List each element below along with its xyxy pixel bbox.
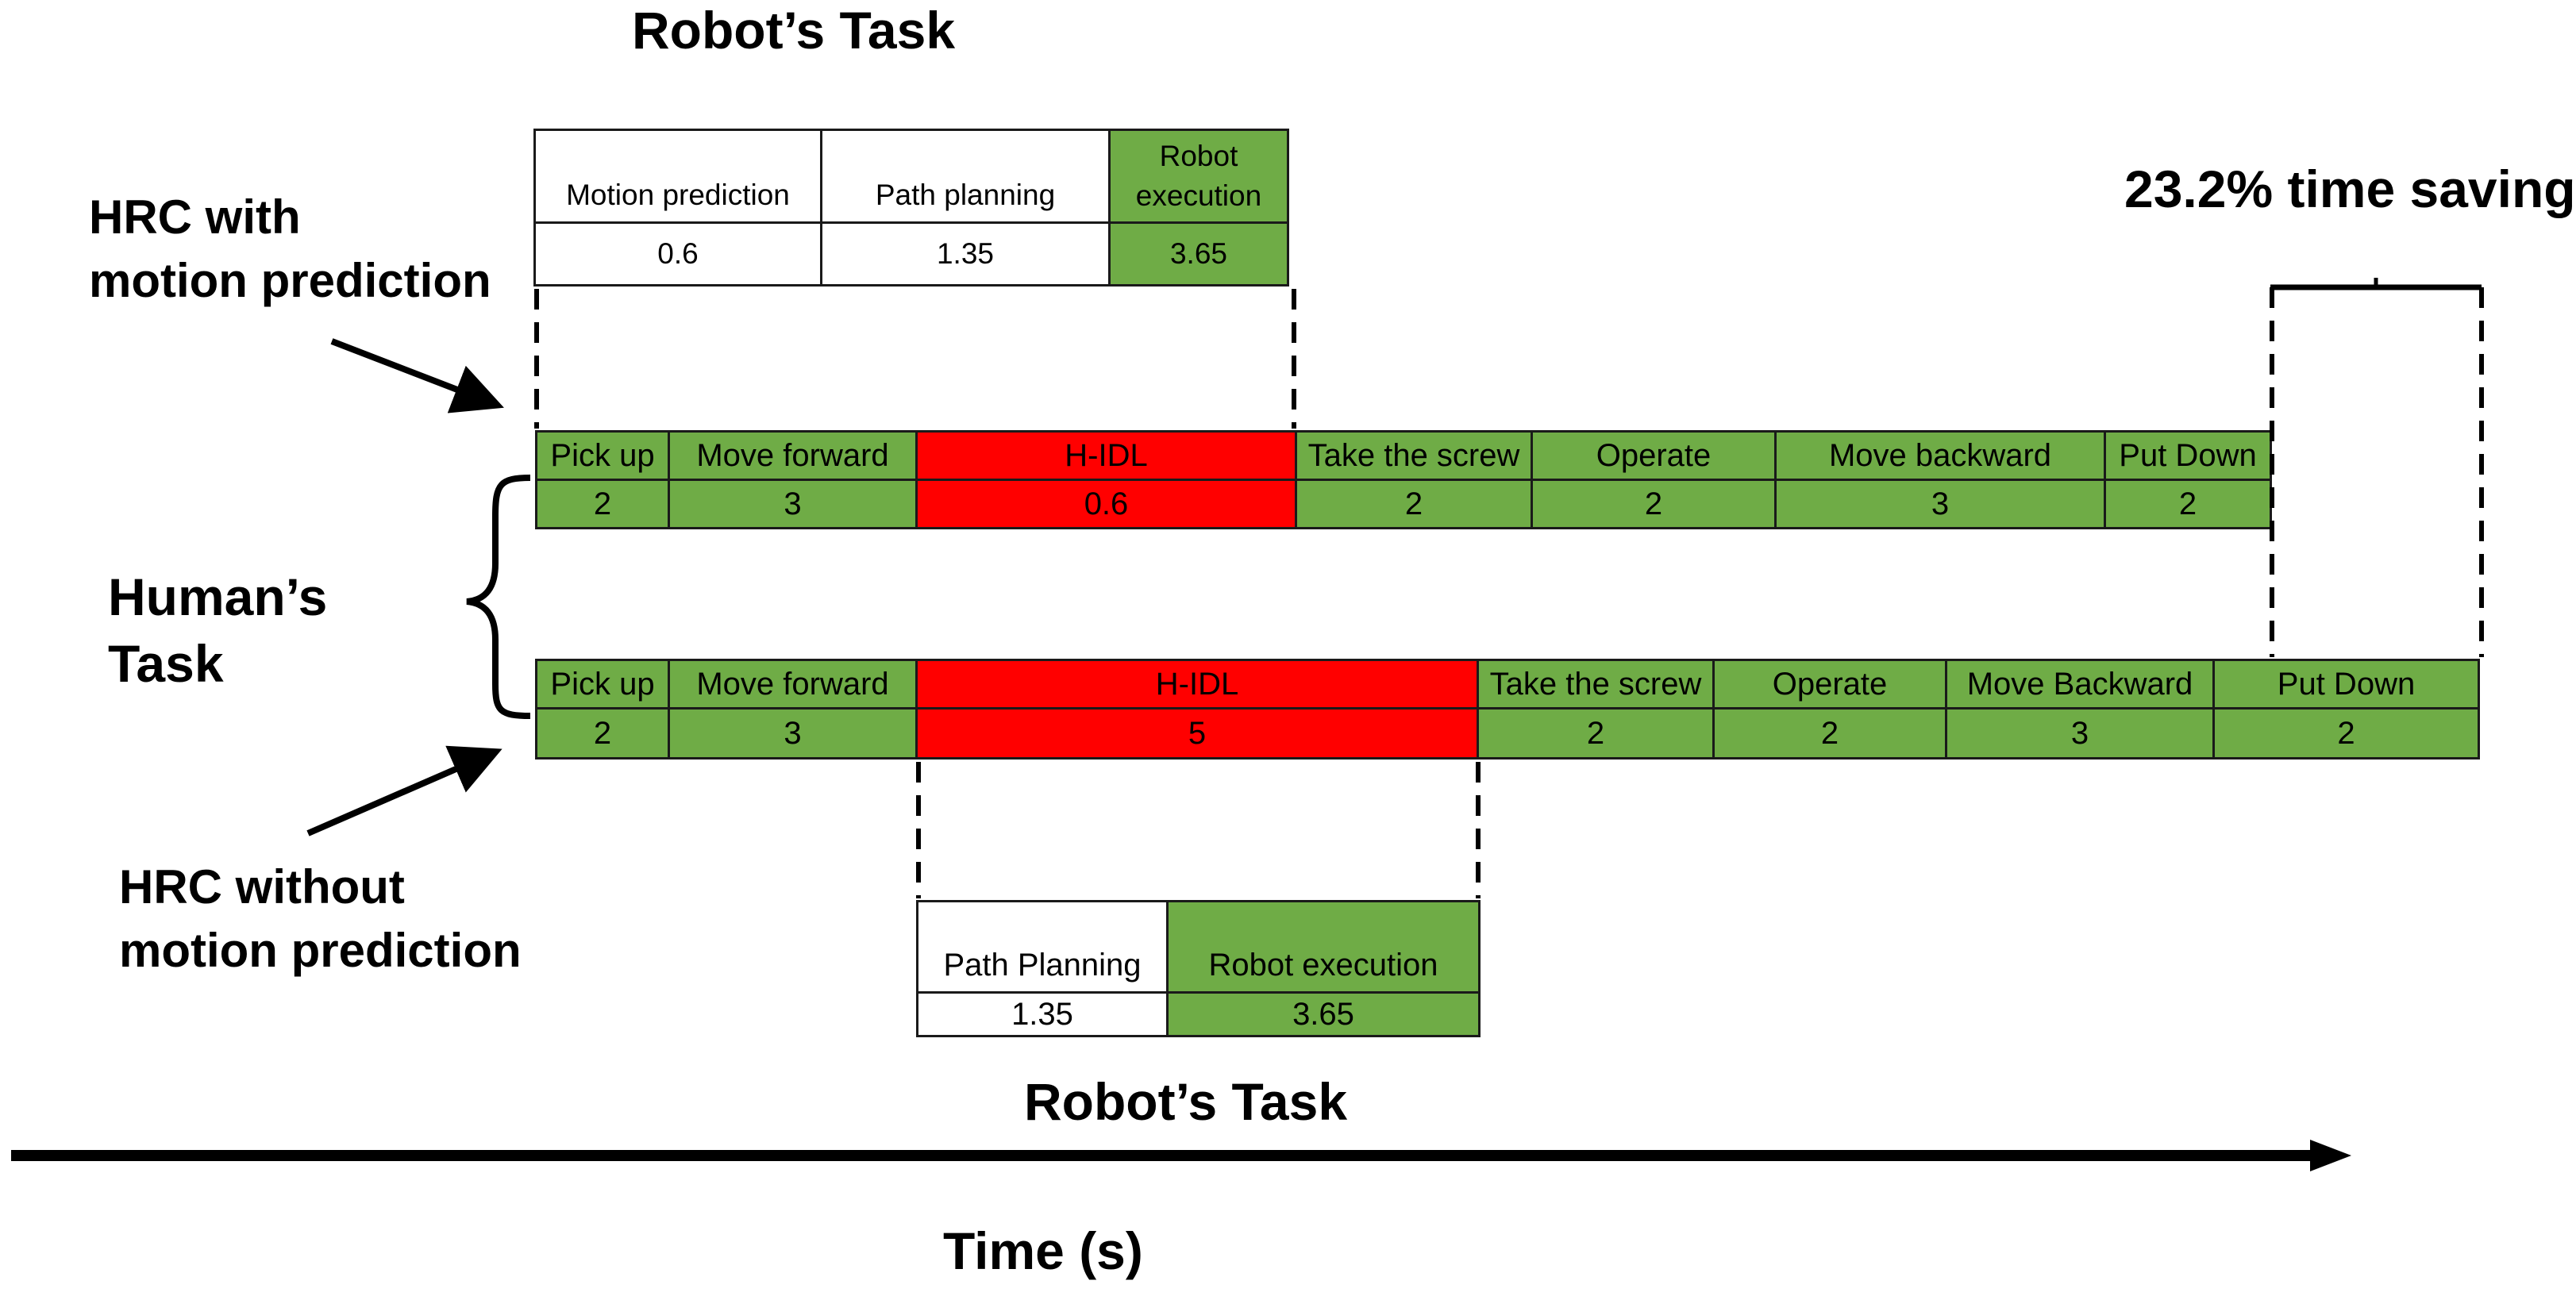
- robot-task-top-title: Robot’s Task: [632, 1, 956, 60]
- humans-task-line-2: Task: [108, 634, 224, 693]
- robot-with-value-path-planning: 1.35: [820, 221, 1111, 287]
- time-saving-label: 23.2% time saving: [2124, 160, 2576, 218]
- human-without-label-move-forward: Move forward: [668, 659, 918, 710]
- robot-without-label-robot-execution: Robot execution: [1166, 900, 1481, 994]
- humans-task-label: Human’s Task: [108, 563, 327, 697]
- hrc-without-prediction-label: HRC without motion prediction: [119, 856, 522, 983]
- human-without-value-take-the-screw: 2: [1477, 707, 1715, 760]
- human-with-value-operate: 2: [1531, 479, 1777, 529]
- human-without-value-move-backward: 3: [1945, 707, 2215, 760]
- human-with-value-pick-up: 2: [535, 479, 670, 529]
- hrc-without-line-2: motion prediction: [119, 924, 522, 977]
- robot-with-value-robot-execution: 3.65: [1108, 221, 1289, 287]
- humans-task-line-1: Human’s: [108, 567, 328, 626]
- time-axis-label: Time (s): [943, 1221, 1143, 1280]
- robot-with-label-robot-execution: Robot execution: [1108, 129, 1289, 224]
- human-task-brace: [466, 475, 531, 719]
- human-without-label-move-backward: Move Backward: [1945, 659, 2215, 710]
- hrc-with-line-2: motion prediction: [89, 254, 491, 307]
- human-with-label-pick-up: Pick up: [535, 430, 670, 481]
- human-with-label-move-backward: Move backward: [1774, 430, 2106, 481]
- robot-with-value-motion-prediction: 0.6: [533, 221, 822, 287]
- time-axis-arrowhead: [2310, 1140, 2351, 1171]
- robot-without-value-path-planning: 1.35: [916, 991, 1169, 1037]
- human-without-value-h-idl: 5: [915, 707, 1479, 760]
- human-without-value-pick-up: 2: [535, 707, 670, 760]
- human-with-value-h-idl: 0.6: [915, 479, 1297, 529]
- robot-task-bottom-title: Robot’s Task: [1024, 1072, 1348, 1131]
- robot-with-label-motion-prediction: Motion prediction: [533, 129, 822, 224]
- arrow-hrc-without: [306, 745, 502, 836]
- human-with-label-put-down: Put Down: [2104, 430, 2272, 481]
- robot-without-value-robot-execution: 3.65: [1166, 991, 1481, 1037]
- arrow-hrc-with: [330, 338, 504, 413]
- hrc-with-line-1: HRC with: [89, 190, 301, 244]
- human-with-label-operate: Operate: [1531, 430, 1777, 481]
- human-with-value-take-the-screw: 2: [1295, 479, 1533, 529]
- hrc-without-line-1: HRC without: [119, 860, 405, 913]
- hrc-with-prediction-label: HRC with motion prediction: [89, 186, 491, 313]
- human-without-label-put-down: Put Down: [2212, 659, 2480, 710]
- human-without-value-put-down: 2: [2212, 707, 2480, 760]
